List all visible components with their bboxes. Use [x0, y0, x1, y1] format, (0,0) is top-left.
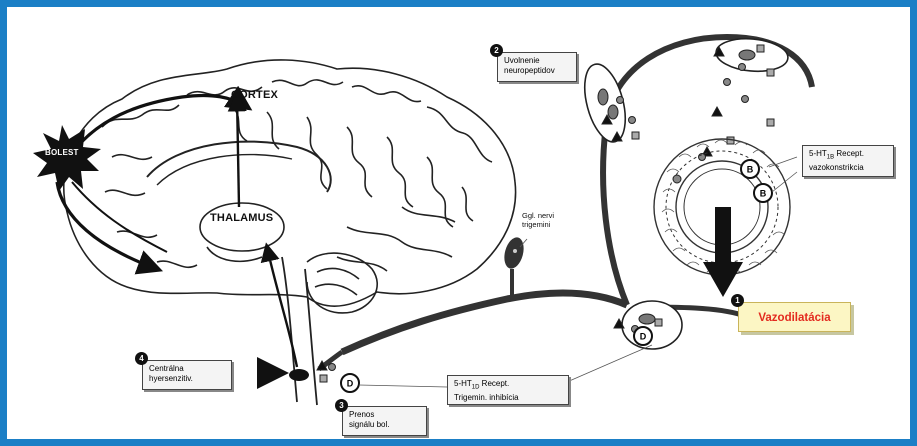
- pain-signal-line2: signálu bol.: [349, 420, 420, 430]
- receptor-b-letter-1: B: [747, 165, 754, 175]
- central-sensitization-line1: Centrálna: [149, 364, 225, 374]
- step-badge-4: 4: [135, 352, 148, 365]
- ganglion-label: Ggl. nervi trigemini: [522, 211, 554, 229]
- trigeminal-inhibition-box: 5-HT1D Recept. Trigemin. inhibícia: [447, 375, 569, 405]
- neuropeptide-release-line2: neuropeptidov: [504, 66, 570, 76]
- receptor-1d-line1: 5-HT1D Recept.: [454, 379, 562, 393]
- brainstem-terminal: [289, 369, 309, 381]
- cortex-label: CORTEX: [231, 89, 278, 101]
- receptor-1d-line2: Trigemin. inhibícia: [454, 393, 562, 403]
- ganglion-label-line2: trigemini: [522, 220, 554, 229]
- bolest-label: BOLEST: [45, 148, 79, 157]
- trigeminal-ganglion: [501, 235, 527, 271]
- central-sensitization-line2: hyersenzitiv.: [149, 374, 225, 384]
- vasodilation-box: Vazodilatácia: [738, 302, 851, 332]
- pain-signal-transmission-box: Prenos signálu bol.: [342, 406, 427, 436]
- step-badge-3: 3: [335, 399, 348, 412]
- receptor-1b-line1: 5-HT1B Recept.: [809, 149, 887, 163]
- vasodilation-arrow: [703, 207, 743, 297]
- neuropeptide-release-box: Uvolnenie neuropeptidov: [497, 52, 577, 82]
- neuropeptide-particles: [602, 45, 774, 333]
- neuropeptide-release-line1: Uvolnenie: [504, 56, 570, 66]
- vasoconstriction-receptor-box: 5-HT1B Recept. vazokonstrikcia: [802, 145, 894, 177]
- receptor-d-letter-1: D: [640, 332, 647, 342]
- thalamus-label: THALAMUS: [210, 212, 273, 224]
- ganglion-label-line1: Ggl. nervi: [522, 211, 554, 220]
- pain-pathway: [57, 95, 297, 367]
- step-badge-2: 2: [490, 44, 503, 57]
- pain-signal-line1: Prenos: [349, 410, 420, 420]
- step-badge-1: 1: [731, 294, 744, 307]
- receptor-1b-line2: vazokonstrikcia: [809, 163, 887, 173]
- receptor-d-letter-2: D: [347, 379, 354, 389]
- receptor-b-letter-2: B: [760, 189, 767, 199]
- central-sensitization-box: Centrálna hyersenzitiv.: [142, 360, 232, 390]
